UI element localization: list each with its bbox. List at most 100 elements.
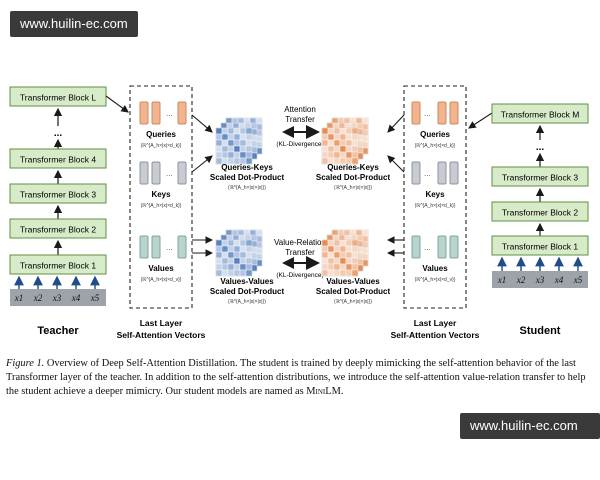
svg-text:x4: x4 — [554, 275, 564, 285]
teacher-block-2: Transformer Block 2 — [9, 218, 107, 239]
teacher-block-3-label: Transformer Block 3 — [20, 190, 96, 200]
teacher-vv-line1: Values-Values — [220, 277, 274, 286]
teacher-input-arrows — [14, 275, 100, 289]
teacher-input-1: x1 — [14, 293, 24, 303]
teacher-values-vectors: ... — [139, 235, 187, 259]
student-qk-dim: (ℝ^{A_h×|x|×|x|}) — [334, 185, 372, 191]
distillation-diagram: Transformer Block L ... Transformer Bloc… — [9, 85, 589, 340]
student-label: Student — [520, 325, 561, 337]
teacher-values-dim: (ℝ^{A_h×|x|×d_v}) — [141, 277, 182, 283]
svg-text:x5: x5 — [90, 293, 100, 303]
student-values-dim: (ℝ^{A_h×|x|×d_v}) — [415, 277, 456, 283]
student-block-2-label: Transformer Block 2 — [502, 208, 578, 218]
student-input-4: x4 — [554, 275, 564, 285]
teacher-keys-dim: (ℝ^{A_h×|x|×d_k}) — [141, 203, 182, 209]
svg-text:...: ... — [166, 109, 173, 118]
teacher-label: Teacher — [37, 325, 79, 337]
student-input-5: x5 — [573, 275, 583, 285]
student-input-3: x3 — [535, 275, 545, 285]
attention-transfer-line3: (KL-Divergence) — [276, 141, 323, 148]
student-attention-box: ... Queries (ℝ^{A_h×|x|×d_k}) ... Keys (… — [403, 85, 467, 309]
teacher-values-label: Values — [148, 264, 174, 273]
svg-text:x2: x2 — [516, 275, 526, 285]
svg-text:...: ... — [166, 169, 173, 178]
teacher-vv-line2: Scaled Dot-Product — [210, 287, 285, 296]
svg-text:x3: x3 — [52, 293, 62, 303]
teacher-input-3: x3 — [52, 293, 62, 303]
value-relation-transfer: Value-Relation Transfer (KL-Divergence) — [274, 238, 326, 279]
teacher-block-2-label: Transformer Block 2 — [20, 225, 96, 235]
teacher-input-2: x2 — [33, 293, 43, 303]
teacher-block-l-label: Transformer Block L — [20, 93, 96, 103]
student-vv-matrix — [321, 229, 369, 277]
student-keys-dim: (ℝ^{A_h×|x|×d_k}) — [415, 203, 456, 209]
student-block-m: Transformer Block M — [491, 103, 589, 124]
student-vv-line2: Scaled Dot-Product — [316, 287, 391, 296]
student-keys-label: Keys — [425, 190, 445, 199]
svg-text:x2: x2 — [33, 293, 43, 303]
figure-caption: Figure 1. Overview of Deep Self-Attentio… — [6, 357, 596, 399]
svg-text:x4: x4 — [71, 293, 81, 303]
student-stack: Transformer Block M ... Transformer Bloc… — [491, 103, 589, 337]
caption-figure-number: Figure 1. — [6, 358, 45, 369]
teacher-queries-dim: (ℝ^{A_h×|x|×d_k}) — [141, 143, 182, 149]
teacher-vv-dim: (ℝ^{A_h×|x|×|x|}) — [228, 299, 266, 305]
teacher-input-5: x5 — [90, 293, 100, 303]
watermark-top: www.huilin-ec.com — [10, 11, 138, 37]
student-input-arrows — [497, 256, 583, 271]
teacher-block-4: Transformer Block 4 — [9, 148, 107, 169]
caption-model-name: MiniLM — [306, 386, 341, 397]
teacher-stack: Transformer Block L ... Transformer Bloc… — [9, 86, 107, 337]
value-relation-line2: Transfer — [285, 248, 315, 257]
svg-text:x5: x5 — [573, 275, 583, 285]
teacher-block-1: Transformer Block 1 — [9, 254, 107, 275]
teacher-qk-line2: Scaled Dot-Product — [210, 173, 285, 182]
student-queries-vectors: ... — [411, 101, 459, 125]
teacher-queries-vectors: ... — [139, 101, 187, 125]
teacher-inputs: x1 x2 x3 x4 x5 — [10, 289, 106, 306]
attention-transfer-line2: Transfer — [285, 115, 315, 124]
student-values-label: Values — [422, 264, 448, 273]
svg-text:x1: x1 — [497, 275, 507, 285]
teacher-block-l: Transformer Block L — [9, 86, 107, 107]
student-dots: ... — [536, 142, 545, 153]
student-input-1: x1 — [497, 275, 507, 285]
student-last-layer-label: Last Layer — [414, 318, 457, 328]
teacher-block-4-label: Transformer Block 4 — [20, 155, 96, 165]
student-qk-line1: Queries-Keys — [327, 163, 379, 172]
teacher-vv-matrix — [215, 229, 263, 277]
value-relation-line1: Value-Relation — [274, 238, 326, 247]
teacher-qk-dim: (ℝ^{A_h×|x|×|x|}) — [228, 185, 266, 191]
student-input-2: x2 — [516, 275, 526, 285]
teacher-queries-label: Queries — [146, 130, 176, 139]
teacher-last-layer-label: Last Layer — [140, 318, 183, 328]
svg-text:...: ... — [166, 243, 173, 252]
teacher-block-1-label: Transformer Block 1 — [20, 261, 96, 271]
svg-text:...: ... — [424, 243, 431, 252]
svg-text:...: ... — [424, 169, 431, 178]
teacher-dots: ... — [54, 128, 63, 139]
student-last-layer-sublabel: Self-Attention Vectors — [391, 330, 480, 340]
value-relation-line3: (KL-Divergence) — [276, 272, 323, 279]
svg-text:x1: x1 — [14, 293, 24, 303]
teacher-keys-vectors: ... — [139, 161, 187, 185]
student-block-m-label: Transformer Block M — [501, 110, 580, 120]
student-block-3-label: Transformer Block 3 — [502, 173, 578, 183]
svg-text:...: ... — [424, 109, 431, 118]
caption-end: . — [340, 386, 344, 397]
watermark-bottom: www.huilin-ec.com — [460, 413, 600, 439]
student-vv-dim: (ℝ^{A_h×|x|×|x|}) — [334, 299, 372, 305]
student-block-2: Transformer Block 2 — [491, 201, 589, 222]
student-values-vectors: ... — [411, 235, 459, 259]
student-queries-dim: (ℝ^{A_h×|x|×d_k}) — [415, 143, 456, 149]
student-inputs: x1 x2 x3 x4 x5 — [492, 271, 588, 288]
attention-transfer-line1: Attention — [284, 105, 316, 114]
teacher-qk-line1: Queries-Keys — [221, 163, 273, 172]
student-block-3: Transformer Block 3 — [491, 166, 589, 187]
student-block-1-label: Transformer Block 1 — [502, 242, 578, 252]
student-vv-line1: Values-Values — [326, 277, 380, 286]
teacher-keys-label: Keys — [151, 190, 171, 199]
student-qk-line2: Scaled Dot-Product — [316, 173, 391, 182]
teacher-attention-box: ... Queries (ℝ^{A_h×|x|×d_k}) ... Keys (… — [129, 85, 193, 309]
teacher-input-4: x4 — [71, 293, 81, 303]
